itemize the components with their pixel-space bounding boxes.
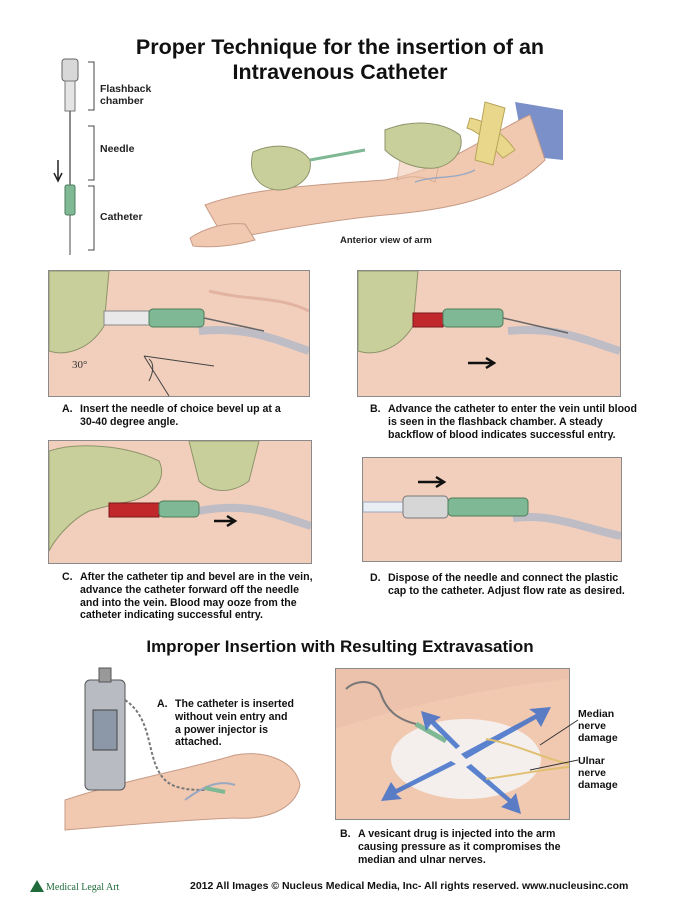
angle-label: 30°	[72, 359, 88, 371]
section-improper-title: Improper Insertion with Resulting Extrav…	[146, 637, 534, 656]
panel-b-illustration	[357, 270, 621, 397]
anterior-view-caption: Anterior view of arm	[340, 235, 432, 246]
medical-legal-art-logo-icon	[30, 880, 44, 892]
median-nerve-label: Median nerve damage	[578, 708, 618, 744]
ulnar-nerve-label: Ulnar nerve damage	[578, 755, 618, 791]
panel-c-illustration	[48, 440, 312, 564]
step-c-letter: C.	[62, 571, 73, 583]
anterior-arm-illustration	[189, 101, 563, 248]
extravasation-illustration	[335, 668, 570, 820]
step-c-caption: C. After the catheter tip and bevel are …	[62, 571, 313, 622]
nerve-label-leader-lines	[529, 719, 579, 771]
copyright-text: 2012 All Images © Nucleus Medical Media,…	[190, 880, 629, 892]
step-a-caption: A. Insert the needle of choice bevel up …	[62, 403, 281, 428]
improper-a-caption: A. The catheter is inserted without vein…	[157, 698, 294, 749]
step-d-letter: D.	[370, 572, 381, 584]
improper-a-letter: A.	[157, 698, 168, 710]
step-b-letter: B.	[370, 403, 381, 415]
power-injector-arm-illustration	[64, 667, 301, 831]
panel-a-illustration	[48, 270, 310, 397]
logo-text: Medical Legal Art	[46, 882, 120, 893]
improper-b-caption: B. A vesicant drug is injected into the …	[340, 828, 561, 866]
needle-label: Needle	[100, 143, 135, 155]
page-title: Proper Technique for the insertion of an…	[90, 35, 590, 85]
catheter-device-illustration	[53, 58, 79, 255]
panel-d-illustration	[362, 457, 622, 562]
step-d-caption: D. Dispose of the needle and connect the…	[370, 572, 625, 597]
flashback-chamber-label: Flashback chamber	[100, 83, 152, 107]
step-b-caption: B. Advance the catheter to enter the vei…	[370, 403, 637, 441]
title-line-1: Proper Technique for the insertion of an	[135, 35, 545, 59]
step-a-letter: A.	[62, 403, 73, 415]
title-line-2: Intravenous Catheter	[232, 60, 448, 84]
device-label-brackets	[88, 61, 95, 251]
improper-b-letter: B.	[340, 828, 351, 840]
catheter-label: Catheter	[100, 211, 143, 223]
